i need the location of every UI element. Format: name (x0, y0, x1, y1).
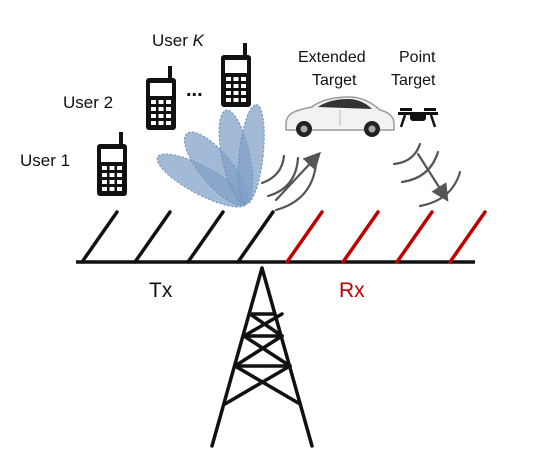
rx-label: Rx (339, 279, 365, 302)
drone-icon (398, 108, 438, 128)
base-station-tower-icon (210, 266, 314, 448)
user-2-label: User 2 (63, 93, 113, 112)
rx-antenna (285, 210, 324, 264)
beam-lobe (237, 104, 265, 205)
point-target-label-line2: Target (391, 72, 436, 89)
tx-antenna (186, 210, 225, 264)
point-target-label: Point (399, 49, 436, 66)
beamforming-lobes (156, 104, 265, 208)
transmit-wave-icon (260, 151, 322, 212)
phone-icon-user-2 (146, 66, 176, 130)
rx-antenna (395, 210, 434, 264)
car-icon (285, 96, 395, 137)
user-ellipsis: ... (186, 79, 203, 101)
tx-antenna-array (80, 210, 275, 264)
user-1-label: User 1 (20, 151, 70, 170)
tx-label: Tx (149, 279, 173, 302)
extended-target-label: Extended (298, 49, 366, 66)
phone-icon-user-k (221, 43, 251, 107)
tx-antenna (133, 210, 172, 264)
extended-target-label-line2: Target (312, 72, 357, 89)
phone-icon-user-1 (97, 132, 127, 196)
tx-antenna (80, 210, 119, 264)
tx-antenna (236, 210, 275, 264)
user-k-label: User K (152, 31, 205, 50)
rx-antenna (341, 210, 380, 264)
rx-antenna (448, 210, 487, 264)
echo-wave-icon (392, 142, 462, 208)
rx-antenna-array (285, 210, 487, 264)
